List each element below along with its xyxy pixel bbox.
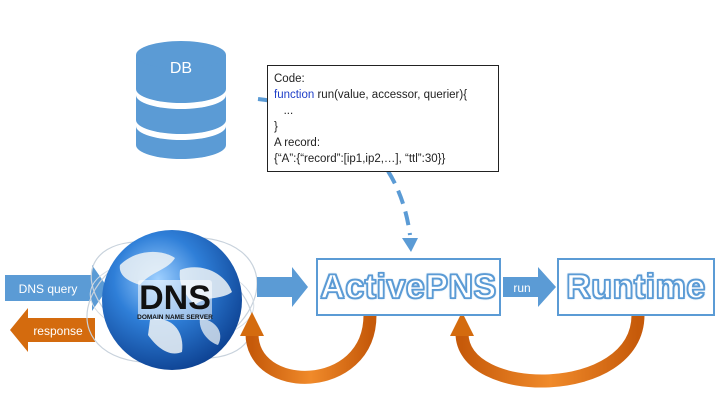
return-arrow-head-1: [240, 312, 264, 336]
record-heading: A record:: [274, 137, 321, 149]
return-arrow-runtime-to-activepns: [455, 314, 645, 388]
code-heading: Code:: [274, 73, 305, 85]
code-body-line: ...: [274, 105, 294, 117]
dns-globe-icon: DNS DOMAIN NAME SERVER: [86, 230, 258, 370]
run-arrow: run: [503, 267, 556, 307]
globe-subtitle: DOMAIN NAME SERVER: [137, 314, 213, 321]
code-function-line: function run(value, accessor, querier){: [274, 87, 492, 103]
dns-query-arrow: DNS query: [5, 265, 108, 311]
return-arrow-activepns-to-globe: [245, 314, 377, 384]
code-signature: run(value, accessor, querier){: [314, 89, 468, 101]
code-close-line: }: [274, 121, 278, 133]
database-icon: DB: [136, 41, 226, 159]
response-label: response: [33, 324, 83, 338]
record-value: {“A”:{“record”:[ip1,ip2,…], “ttl”:30}}: [274, 153, 446, 165]
runtime-label: Runtime: [566, 267, 706, 307]
dns-query-label: DNS query: [19, 282, 78, 296]
code-keyword: function: [274, 89, 315, 101]
db-label: DB: [170, 60, 192, 77]
run-label: run: [513, 281, 530, 295]
activepns-box: ActivePNS: [316, 258, 501, 316]
response-arrow: response: [10, 308, 95, 352]
globe-title: DNS: [139, 279, 211, 317]
runtime-box: Runtime: [557, 258, 715, 316]
forward-arrow: [257, 267, 308, 307]
activepns-label: ActivePNS: [320, 267, 497, 307]
code-box: Code: function run(value, accessor, quer…: [267, 65, 499, 172]
dashed-arrow-head: [402, 238, 418, 252]
return-arrow-head-2: [450, 312, 474, 336]
